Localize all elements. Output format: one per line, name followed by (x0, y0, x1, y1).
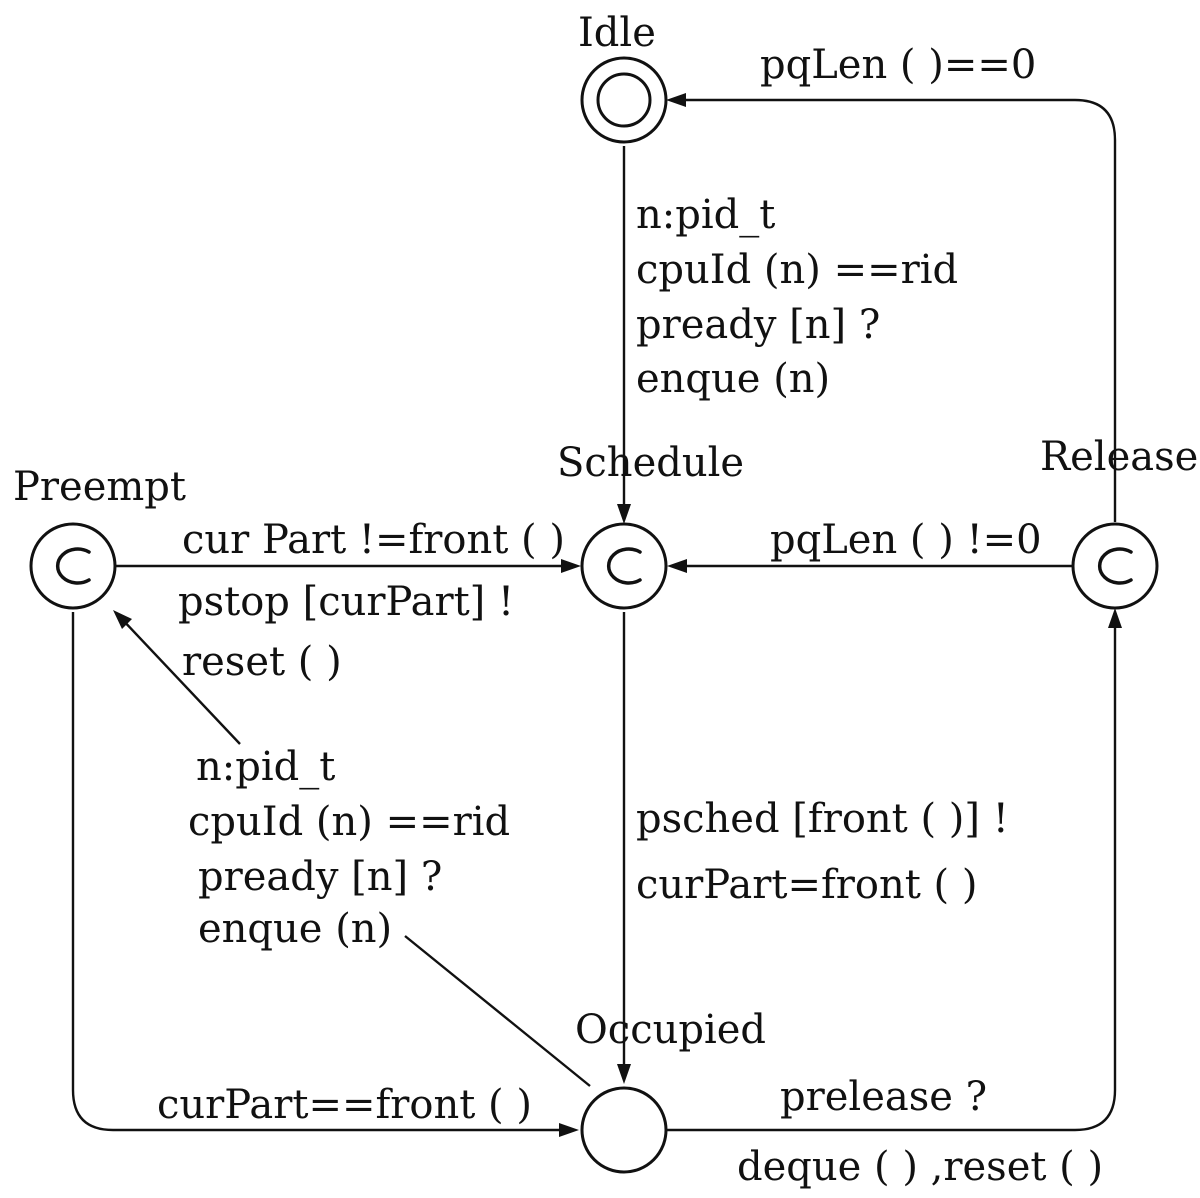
edge-release-to-idle (676, 98, 1117, 522)
state-label-occupied: Occupied (575, 1007, 766, 1053)
arrowhead-schedule-top (617, 504, 631, 524)
label-schedule-to-occupied-update: curPart=front ( ) (636, 862, 977, 908)
state-release[interactable] (1071, 522, 1159, 610)
label-occupied-to-preempt-guard: cpuId (n) ==rid (188, 799, 510, 845)
state-label-preempt: Preempt (13, 464, 186, 510)
state-idle[interactable] (580, 56, 668, 144)
edge-occupied-to-preempt-a (404, 935, 591, 1087)
label-occupied-to-preempt-sync: pready [n] ? (198, 854, 442, 900)
label-release-to-idle: pqLen ( )==0 (760, 42, 1036, 88)
state-label-release: Release (1040, 434, 1198, 480)
arrowhead-occupied-left (559, 1123, 579, 1137)
label-schedule-to-occupied-sync: psched [front ( )] ! (636, 796, 1009, 842)
label-preempt-to-schedule-update: reset ( ) (182, 639, 342, 685)
label-preempt-to-schedule-sync: pstop [curPart] ! (178, 579, 514, 625)
edge-occupied-to-preempt-b (119, 616, 241, 745)
arrowhead-schedule-right (667, 559, 687, 573)
edge-preempt-to-occupied (71, 612, 569, 1132)
state-preempt[interactable] (29, 522, 117, 610)
label-preempt-to-schedule-guard: cur Part !=front ( ) (182, 517, 565, 563)
committed-icon (55, 547, 91, 585)
arrowhead-release-bottom (1108, 608, 1122, 628)
committed-icon (606, 547, 642, 585)
arrowhead-schedule-left (561, 559, 581, 573)
arrowhead-occupied-top (617, 1064, 631, 1084)
label-occupied-to-preempt-update: enque (n) (198, 906, 392, 952)
arrowhead-idle (666, 93, 686, 107)
state-schedule[interactable] (580, 522, 668, 610)
state-label-idle: Idle (578, 10, 656, 56)
label-release-to-schedule: pqLen ( ) !=0 (770, 517, 1042, 563)
committed-icon (1097, 547, 1133, 585)
label-idle-to-schedule-guard: cpuId (n) ==rid (636, 247, 958, 293)
label-idle-to-schedule-sync: pready [n] ? (636, 302, 880, 348)
label-preempt-to-occupied: curPart==front ( ) (157, 1082, 532, 1128)
label-occupied-to-release-sync: prelease ? (780, 1074, 987, 1120)
state-label-schedule: Schedule (557, 440, 744, 486)
label-idle-to-schedule-update: enque (n) (636, 356, 830, 402)
state-occupied[interactable] (580, 1086, 668, 1174)
arrowhead-preempt (113, 610, 132, 629)
edge-occupied-to-release (666, 618, 1117, 1132)
label-idle-to-schedule-select: n:pid_t (636, 192, 775, 238)
label-occupied-to-preempt-select: n:pid_t (196, 744, 335, 790)
label-occupied-to-release-update: deque ( ) ,reset ( ) (737, 1144, 1103, 1190)
